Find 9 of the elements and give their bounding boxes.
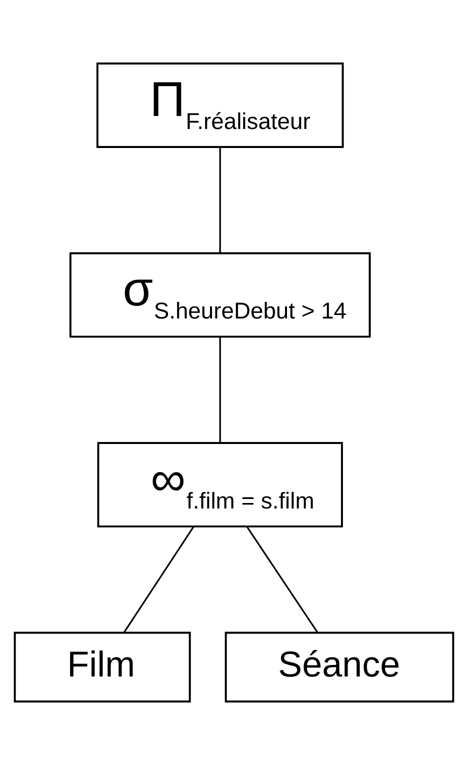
node-box: Séance — [224, 631, 454, 702]
node-box: σ$_{S.heureDebut > 14}$ — [69, 252, 371, 338]
node-box: ∞$_{f.film = s.film}$ — [97, 442, 343, 527]
connector — [246, 526, 318, 633]
node-box: Π$_{F.réalisateur}$ — [96, 62, 344, 148]
connector — [219, 146, 221, 252]
node-box: Film — [14, 631, 191, 702]
connector — [219, 336, 221, 442]
connector — [123, 526, 194, 633]
